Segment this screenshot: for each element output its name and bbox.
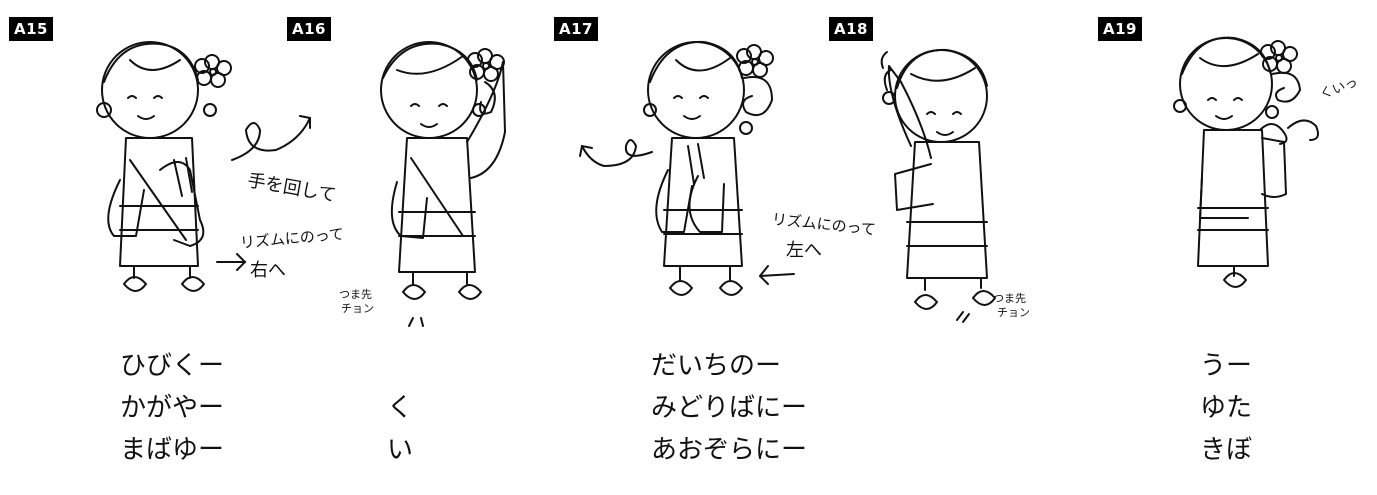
left-arrow-icon: [756, 262, 796, 286]
step-note: チョン: [341, 302, 374, 315]
panel-a18: A18 つま先 チョン: [825, 0, 1085, 330]
dancer-illustration: [861, 34, 1001, 324]
rotate-hand-arrow-icon: [230, 110, 320, 180]
panel-a19: A19 くいっ: [1090, 0, 1377, 330]
step-label: A15: [9, 17, 53, 41]
hair-flower-icon: [195, 55, 231, 87]
dancer-illustration: [90, 20, 230, 320]
dancer-illustration: [367, 22, 507, 322]
lyric-line: く: [387, 393, 414, 423]
step-note: つま先: [993, 292, 1026, 305]
lyric-line: だいちのー: [651, 351, 782, 381]
lyric-line: まばゆー: [120, 435, 225, 465]
lyric-line: きぼ: [1200, 435, 1253, 465]
lyric-line: い: [387, 435, 414, 465]
lyrics-column-4: うー ゆた きぼ: [1200, 348, 1252, 474]
lyric-line: ゆた: [1200, 393, 1253, 423]
step-label: A18: [829, 17, 873, 41]
lyrics-column-3: だいちのー みどりばにー あおぞらにー: [651, 348, 807, 474]
step-label: A16: [287, 17, 331, 41]
panel-a15: A15 手を回して リズムにのって 右へ: [0, 0, 345, 330]
step-label: A19: [1098, 17, 1142, 41]
step-label: A17: [554, 17, 598, 41]
panel-a17: A17 リズムにのって 左へ: [550, 0, 877, 330]
lyrics-column-2: く い: [387, 390, 413, 474]
lyrics-column-1: ひびくー かがやー まばゆー: [120, 348, 224, 474]
step-note: チョン: [997, 306, 1030, 319]
step-note: つま先: [339, 288, 372, 301]
dancer-illustration: [638, 20, 788, 320]
direction-note: 右へ: [250, 260, 286, 281]
right-arrow-icon: [215, 250, 249, 270]
lyric-line: かがやー: [120, 393, 225, 423]
lyric-line: ひびくー: [120, 351, 225, 381]
lyric-line: あおぞらにー: [651, 435, 808, 465]
lyric-line: みどりばにー: [651, 393, 808, 423]
dancer-illustration: [1164, 18, 1324, 308]
hair-flower-icon: [737, 45, 773, 77]
lyric-line: うー: [1200, 351, 1253, 381]
rotate-hand-arrow-icon: [578, 132, 654, 182]
direction-note: 左へ: [786, 240, 822, 261]
panel-a16: A16 つま先 チョン: [275, 0, 545, 330]
